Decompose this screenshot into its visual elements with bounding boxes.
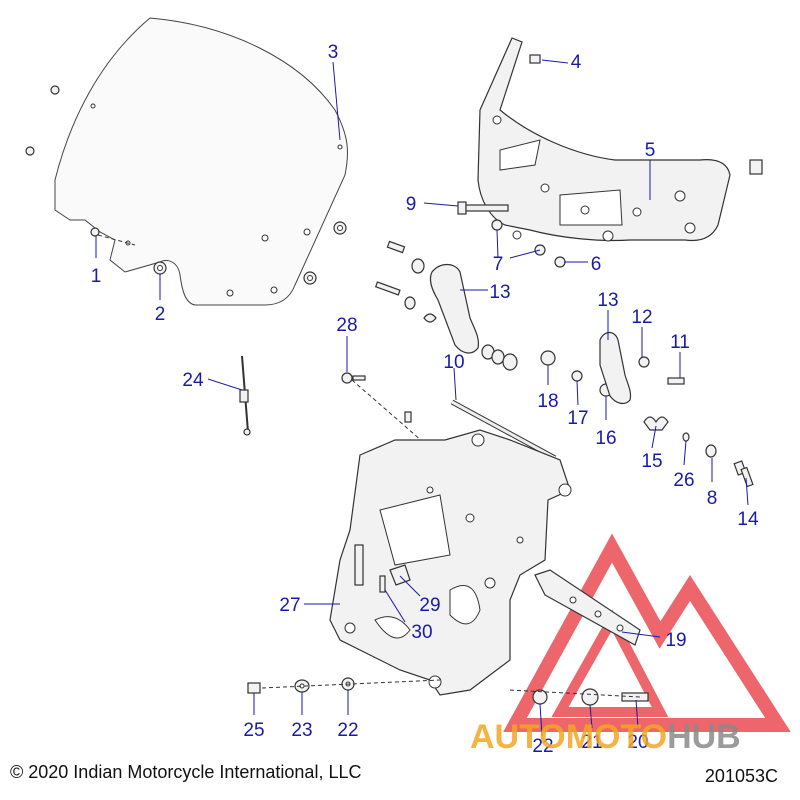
windshield [54,17,349,306]
callout-labels: 1 2 3 4 5 6 7 8 9 10 11 12 13 13 14 15 1… [91,42,759,757]
watermark-logo [503,533,791,732]
callout-23: 23 [291,720,312,741]
callout-14: 14 [737,509,759,530]
callout-28: 28 [336,315,357,336]
arm-13-left [429,263,480,354]
main-frame-bracket [329,411,572,696]
screw-28 [341,372,431,449]
windshield-fasteners [25,85,347,285]
shaft-10 [450,399,557,461]
bracket-19 [534,569,641,646]
callout-11: 11 [670,332,690,353]
nut-7 [491,219,503,231]
callout-2: 2 [155,304,166,325]
callout-26: 26 [673,470,694,491]
arm-hardware-left [374,240,613,397]
callout-22a: 22 [337,720,358,741]
callout-18: 18 [537,391,558,412]
callout-30: 30 [411,622,432,643]
callout-27: 27 [279,595,300,616]
callout-19: 19 [665,630,686,651]
callout-25: 25 [243,720,264,741]
leader-lines [95,59,749,737]
svg-text:AUTOMOTOHUB: AUTOMOTOHUB [470,718,741,756]
arm-13-right [599,331,632,405]
watermark-brand-part1: AUTOMOTO [470,718,667,756]
arm-hardware-right [638,356,754,488]
callout-20: 20 [627,732,648,753]
callout-4: 4 [571,52,582,73]
callout-7: 7 [493,254,504,275]
callout-5: 5 [645,140,656,161]
callout-22b: 22 [532,736,553,757]
callout-21: 21 [581,732,602,753]
callout-12: 12 [631,307,652,328]
callout-6: 6 [591,254,602,275]
screw-29-30 [379,564,411,593]
callout-17: 17 [567,408,588,429]
callout-10: 10 [443,352,464,373]
diagram-id: 201053C [704,766,778,786]
copyright-notice: © 2020 Indian Motorcycle International, … [10,762,362,782]
callout-13a: 13 [489,282,510,303]
callout-8: 8 [707,488,718,509]
bolt-9 [457,201,509,215]
callout-29: 29 [419,595,440,616]
callout-9: 9 [406,194,417,215]
callout-24: 24 [182,370,204,391]
watermark-brand-part2: HUB [667,718,741,756]
callout-16: 16 [595,428,616,449]
callout-13b: 13 [597,290,618,311]
spring-15 [643,416,669,431]
upper-mount-bracket [477,37,763,268]
watermark-brand: AUTOMOTOHUB [470,718,741,756]
callout-15: 15 [641,451,662,472]
callout-3: 3 [328,42,339,63]
clip-24 [239,355,251,436]
callout-1: 1 [91,266,102,287]
bottom-hardware-left [247,677,441,694]
bottom-hardware-right [509,688,649,706]
